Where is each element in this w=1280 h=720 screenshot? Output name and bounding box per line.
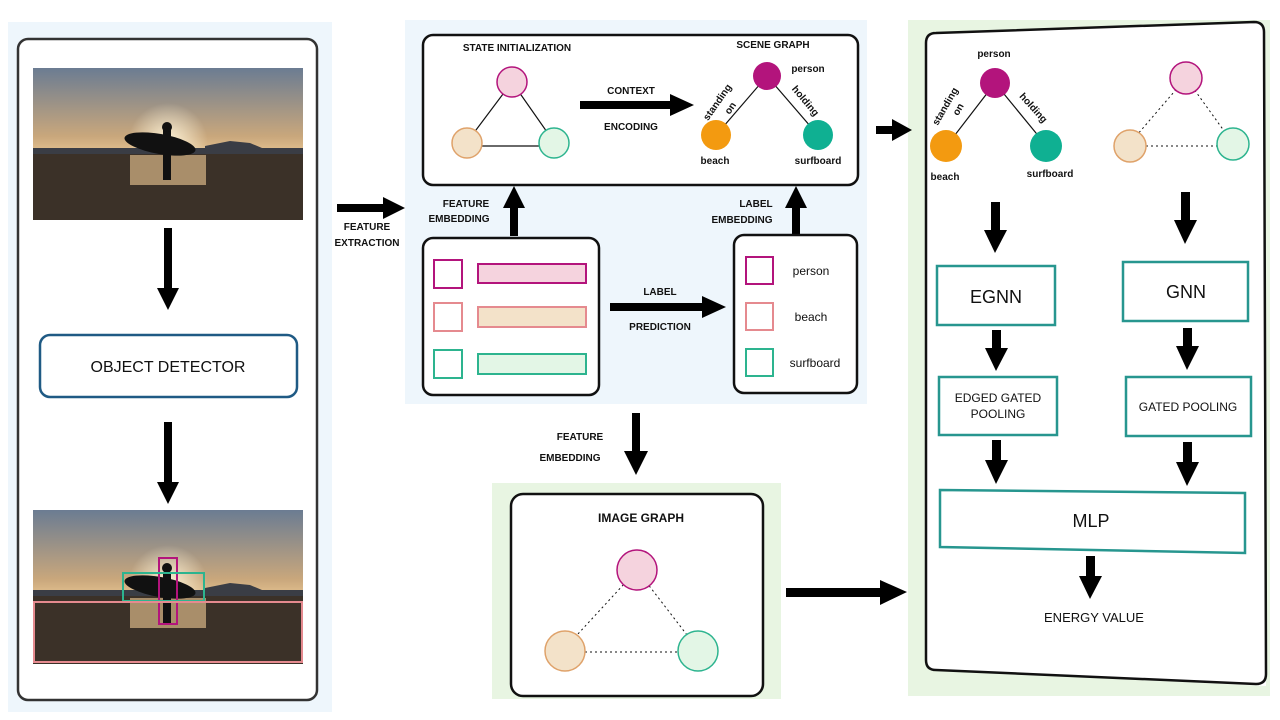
energy-image-node-surfboard xyxy=(1216,127,1250,161)
feature-square-beach xyxy=(433,302,463,332)
feature-extraction-label-1: FEATURE xyxy=(344,222,391,233)
feature-bar-person xyxy=(477,263,587,284)
scene-node-beach xyxy=(701,120,731,150)
edged-gated-pooling-label-1: EDGED GATED xyxy=(955,391,1042,405)
state-node-surfboard xyxy=(538,127,570,159)
energy-image-node-beach xyxy=(1113,129,1147,163)
arrow-context-encoding xyxy=(580,94,694,116)
label-embedding-label-1: LABEL xyxy=(739,199,772,210)
arrow-feature-embedding-up xyxy=(503,186,525,236)
label-prediction-label-1: LABEL xyxy=(643,287,676,298)
scene-label-beach: beach xyxy=(701,156,730,167)
scene-node-surfboard xyxy=(803,120,833,150)
gnn-box xyxy=(1121,260,1250,323)
arrow-to-gated-pooling xyxy=(1176,328,1199,370)
bbox-person xyxy=(158,557,178,625)
energy-node-beach xyxy=(930,130,962,162)
mlp-label: MLP xyxy=(1072,511,1109,531)
arrow-label-embedding-up xyxy=(785,186,807,236)
feature-rows xyxy=(433,259,587,379)
state-scene-box xyxy=(421,33,860,187)
feature-bar-beach xyxy=(477,306,587,328)
arrow-feature-embedding-down xyxy=(624,413,648,475)
energy-scene-graph xyxy=(930,68,1062,162)
mlp-box xyxy=(938,488,1247,555)
arrow-to-edged-gated-pooling xyxy=(985,330,1008,371)
label-text-beach: beach xyxy=(795,310,828,324)
scene-label-surfboard: surfboard xyxy=(795,156,842,167)
gnn-label: GNN xyxy=(1166,282,1206,302)
scene-graph-title: SCENE GRAPH xyxy=(736,40,809,51)
state-node-person xyxy=(496,66,528,98)
arrow-feature-extraction xyxy=(337,197,405,219)
feature-embedding-bottom-label-1: FEATURE xyxy=(557,432,604,443)
feature-extraction-label-2: EXTRACTION xyxy=(335,238,400,249)
arrow-gnn-to-mlp xyxy=(1176,442,1199,486)
energy-node-surfboard xyxy=(1030,130,1062,162)
energy-node-person xyxy=(980,68,1010,98)
scene-graph xyxy=(701,62,833,150)
state-initialization-title: STATE INITIALIZATION xyxy=(463,43,571,54)
label-prediction-label-2: PREDICTION xyxy=(629,322,691,333)
state-node-beach xyxy=(451,127,483,159)
energy-label-surfboard: surfboard xyxy=(1027,169,1074,180)
label-square-person xyxy=(745,256,774,285)
edged-gated-pooling-box xyxy=(937,375,1059,437)
input-photo xyxy=(33,68,303,220)
scene-node-person xyxy=(753,62,781,90)
arrow-down-to-detections xyxy=(157,422,179,504)
arrow-scene-graph-to-energy xyxy=(876,119,912,141)
feature-bar-surfboard xyxy=(477,353,587,375)
egnn-box xyxy=(935,264,1057,327)
detections-photo xyxy=(33,510,303,664)
arrow-to-energy-value xyxy=(1079,556,1102,599)
energy-image-node-person xyxy=(1169,61,1203,95)
scene-label-person: person xyxy=(791,64,824,75)
image-graph-title: IMAGE GRAPH xyxy=(598,511,684,525)
label-square-beach xyxy=(745,302,774,331)
image-node-surfboard xyxy=(677,630,719,672)
egnn-label: EGNN xyxy=(970,287,1022,307)
state-init-graph xyxy=(451,66,570,159)
feature-embedding-left-label-1: FEATURE xyxy=(443,199,490,210)
label-text-person: person xyxy=(793,264,830,278)
energy-image-graph xyxy=(1113,61,1250,163)
arrow-to-gnn xyxy=(1174,192,1197,244)
context-encoding-label-2: ENCODING xyxy=(604,122,658,133)
energy-edge-on: on xyxy=(951,102,967,118)
image-node-person xyxy=(616,549,658,591)
arrow-to-egnn xyxy=(984,202,1007,253)
label-embedding-label-2: EMBEDDING xyxy=(711,215,772,226)
feature-square-surfboard xyxy=(433,349,463,379)
gated-pooling-label: GATED POOLING xyxy=(1139,400,1237,414)
labels-box xyxy=(732,233,859,395)
feature-square-person xyxy=(433,259,463,289)
context-encoding-label-1: CONTEXT xyxy=(607,86,655,97)
energy-value-label: ENERGY VALUE xyxy=(1044,610,1144,625)
object-detector-box xyxy=(38,333,299,399)
arrow-image-graph-to-energy xyxy=(786,580,907,605)
feature-embedding-left-label-2: EMBEDDING xyxy=(428,214,489,225)
bbox-beach xyxy=(33,601,303,663)
arrow-egnn-to-mlp xyxy=(985,440,1008,484)
gated-pooling-box xyxy=(1124,375,1253,438)
feature-embedding-bottom-label-2: EMBEDDING xyxy=(539,453,600,464)
label-square-surfboard xyxy=(745,348,774,377)
arrow-down-to-detector xyxy=(157,228,179,310)
object-detector-label: OBJECT DETECTOR xyxy=(91,359,246,376)
image-graph xyxy=(544,549,719,672)
edged-gated-pooling-label-2: POOLING xyxy=(971,407,1026,421)
label-text-surfboard: surfboard xyxy=(790,356,841,370)
energy-label-person: person xyxy=(977,49,1010,60)
arrow-label-prediction xyxy=(610,296,726,318)
energy-label-beach: beach xyxy=(931,172,960,183)
image-node-beach xyxy=(544,630,586,672)
